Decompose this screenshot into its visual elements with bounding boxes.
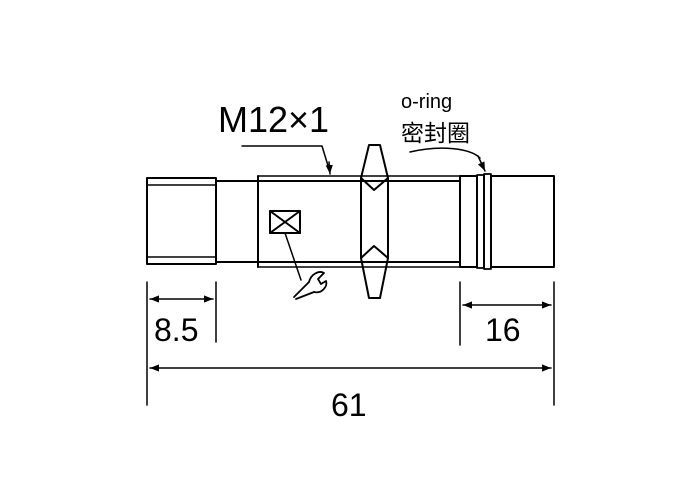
sensing-head bbox=[146, 177, 217, 265]
hex-nut-icon bbox=[360, 144, 389, 299]
extension-lines bbox=[146, 281, 555, 406]
led-leader-line bbox=[284, 232, 302, 281]
oring-chinese-label: 密封圈 bbox=[401, 120, 470, 146]
threaded-barrel bbox=[215, 175, 461, 268]
led-indicator-icon bbox=[269, 210, 301, 234]
oring-leader-line bbox=[409, 147, 481, 159]
dim-label-16: 16 bbox=[485, 312, 521, 348]
dim-label-8-5: 8.5 bbox=[154, 312, 198, 348]
connector-body bbox=[459, 173, 555, 270]
wrench-icon bbox=[293, 271, 328, 300]
thread-leader-line bbox=[241, 145, 330, 170]
oring-english-label: o-ring bbox=[401, 91, 452, 113]
dim-label-61: 61 bbox=[331, 387, 367, 423]
thread-size-label: M12×1 bbox=[218, 99, 329, 140]
